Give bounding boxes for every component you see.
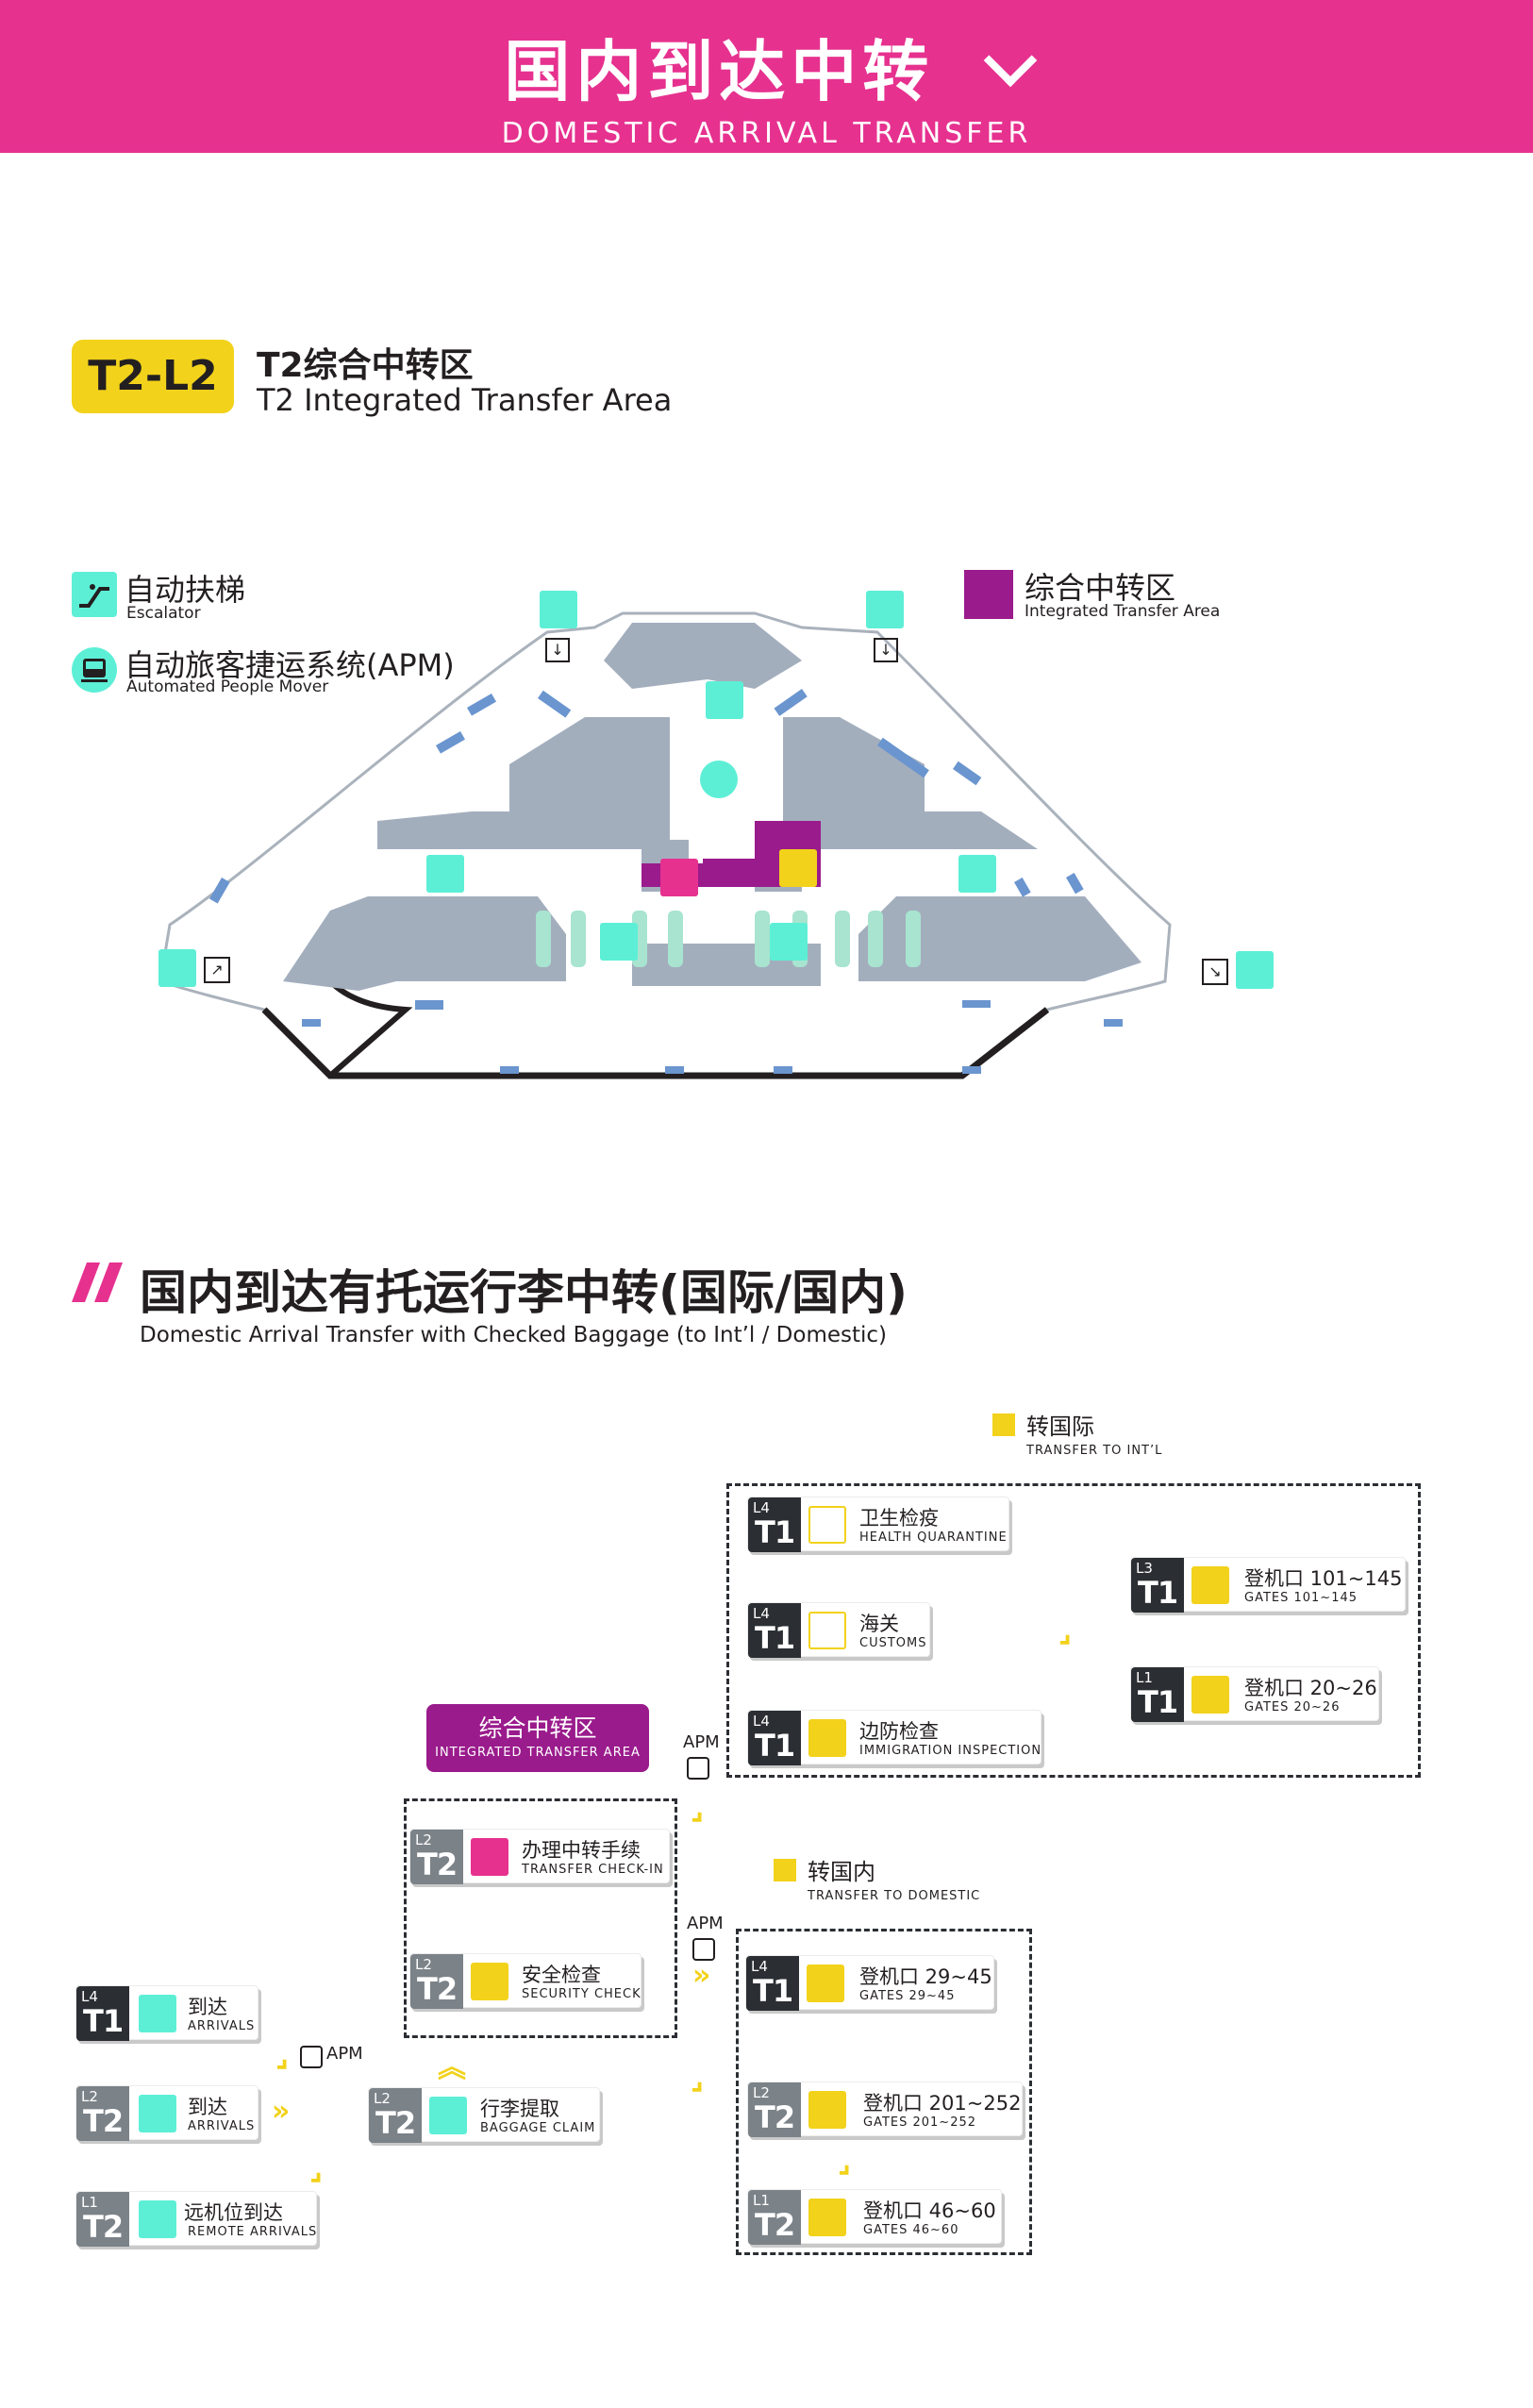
departures-icon (1191, 1566, 1229, 1604)
route-arrow-icon: ⌟ (838, 2146, 852, 2179)
legend-escalator-cn: 自动扶梯 (125, 572, 246, 608)
apm-icon (700, 761, 738, 798)
apm-icon (692, 1938, 715, 1961)
route-arrow-icon: ⌟ (691, 2063, 705, 2096)
page-subtitle: DOMESTIC ARRIVAL TRANSFER (501, 117, 1032, 150)
legend-apm-en: Automated People Mover (126, 677, 329, 696)
route-arrow-icon: » (692, 1959, 711, 1992)
security-check-icon (779, 849, 817, 887)
intl-label-en: TRANSFER TO INT’L (1026, 1444, 1163, 1458)
dom-swatch (774, 1859, 796, 1881)
arrow-up-right-icon: ↗ (204, 957, 230, 983)
health-quarantine-icon (808, 1506, 846, 1544)
baggage-claim-icon (770, 923, 808, 961)
baggage-claim-icon (600, 923, 638, 961)
departures-icon (158, 949, 196, 987)
legend-apm-cn: 自动旅客捷运系统(APM) (125, 647, 455, 683)
departures-icon (1191, 1676, 1229, 1714)
legend-escalator-en: Escalator (126, 604, 201, 623)
level-badge: T2-L2 (72, 340, 234, 413)
dom-label-cn: 转国内 (808, 1859, 875, 1885)
departures-icon (866, 591, 904, 628)
apm-label: APM (683, 1732, 720, 1752)
departures-icon (958, 855, 996, 893)
route-arrow-icon: ⌟ (275, 2040, 290, 2073)
departures-icon (426, 855, 464, 893)
ita-dashed-box (404, 1798, 677, 2038)
apm-label: APM (687, 1914, 724, 1933)
intl-swatch (992, 1413, 1015, 1436)
route-arrow-icon: ︽ (438, 2051, 466, 2084)
security-check-icon (471, 1963, 508, 2000)
departures-icon (808, 2199, 846, 2236)
section-subtitle: Domestic Arrival Transfer with Checked B… (140, 1323, 888, 1347)
immigration-icon (808, 1719, 846, 1757)
departures-icon (808, 2091, 846, 2129)
page-title: 国内到达中转 (0, 19, 1533, 114)
section-title: 国内到达有托运行李中转(国际/国内) (140, 1265, 908, 1320)
escalator-icon (72, 572, 117, 617)
area-subtitle: T2 Integrated Transfer Area (257, 382, 673, 418)
transfer-area-swatch (964, 570, 1013, 619)
transfer-check-in-icon (660, 859, 698, 896)
departures-icon (540, 591, 577, 628)
apm-icon (72, 647, 117, 693)
area-title: T2综合中转区 (257, 346, 474, 385)
apm-label: APM (326, 2044, 363, 2064)
integrated-transfer-badge: 综合中转区 INTEGRATED TRANSFER AREA (426, 1704, 649, 1772)
chevron-down-icon[interactable] (983, 33, 1037, 88)
intl-dashed-box (726, 1483, 1421, 1778)
baggage-claim-icon (429, 2097, 467, 2134)
route-arrow-icon: ⌟ (309, 2153, 324, 2186)
arrivals-icon (139, 1995, 176, 2032)
route-arrow-icon: ⌟ (1058, 1615, 1073, 1648)
dom-dashed-box (736, 1929, 1032, 2255)
departures-icon (807, 1965, 844, 2002)
customs-icon (808, 1612, 846, 1649)
terminal-map (158, 611, 1172, 1079)
arrow-down-right-icon: ↘ (1202, 959, 1228, 985)
legend-transfer-cn: 综合中转区 (1025, 570, 1176, 606)
legend-transfer-en: Integrated Transfer Area (1025, 602, 1221, 621)
escalator-icon (706, 681, 743, 719)
apm-icon (687, 1757, 709, 1780)
header-banner (0, 0, 1533, 153)
departures-icon (1236, 951, 1274, 989)
arrivals-icon (139, 2200, 176, 2238)
route-arrow-icon: » (272, 2095, 291, 2128)
section-slash-icon (72, 1263, 123, 1302)
arrow-down-icon: ↓ (874, 638, 898, 662)
intl-label-cn: 转国际 (1026, 1413, 1094, 1440)
dom-label-en: TRANSFER TO DOMESTIC (808, 1889, 981, 1903)
arrivals-icon (139, 2095, 176, 2132)
apm-icon (300, 2046, 323, 2068)
route-arrow-icon: ⌟ (691, 1793, 705, 1826)
arrow-down-icon: ↓ (545, 638, 570, 662)
transfer-check-in-icon (471, 1838, 508, 1876)
